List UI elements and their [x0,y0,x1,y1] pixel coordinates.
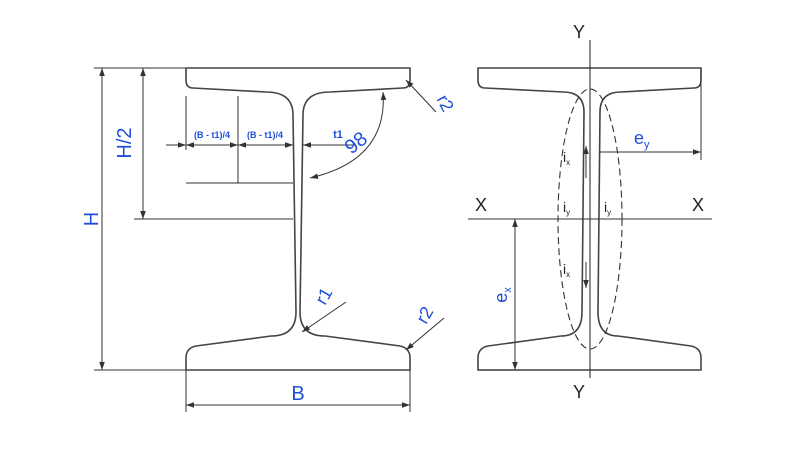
gyration-upper-label: ix [563,149,570,167]
dim-t1-label: t1 [333,129,343,141]
dim-b-label: B [291,383,304,405]
left-view: H H/2 B (B - t1)/4 (B - t1)/4 t1 98 r2 r… [81,67,458,412]
r2-bottom-leader [405,317,445,351]
angle-arc [309,91,387,179]
axis-x-right-label: X [692,195,704,215]
dim-quarter-1-label: (B - t1)/4 [194,130,230,140]
dim-r2-bottom-label: r2 [412,303,437,327]
gyration-lower-label: ix [563,261,570,279]
ibeam-profile-right [477,67,702,371]
axis-x-left-label: X [475,195,487,215]
dim-h-half-label: H/2 [114,127,136,158]
axis-y-bottom-label: Y [573,382,585,402]
dim-quarter-2-label: (B - t1)/4 [247,130,283,140]
gyration-right-label: iy [604,199,611,217]
r2-top-leader [405,79,437,113]
dim-r2-top-label: r2 [433,91,458,115]
right-view: Y Y X X ey ex ix ix iy iy [468,22,712,402]
dim-h-label: H [81,212,103,226]
dim-angle-label: 98 [341,128,372,159]
dim-r1-label: r1 [311,284,336,308]
r1-leader [301,301,347,333]
dim-ex-label: ex [491,287,514,303]
axis-y-top-label: Y [573,22,585,42]
dim-ey-label: ey [634,128,650,151]
gyration-left-label: iy [563,199,570,217]
